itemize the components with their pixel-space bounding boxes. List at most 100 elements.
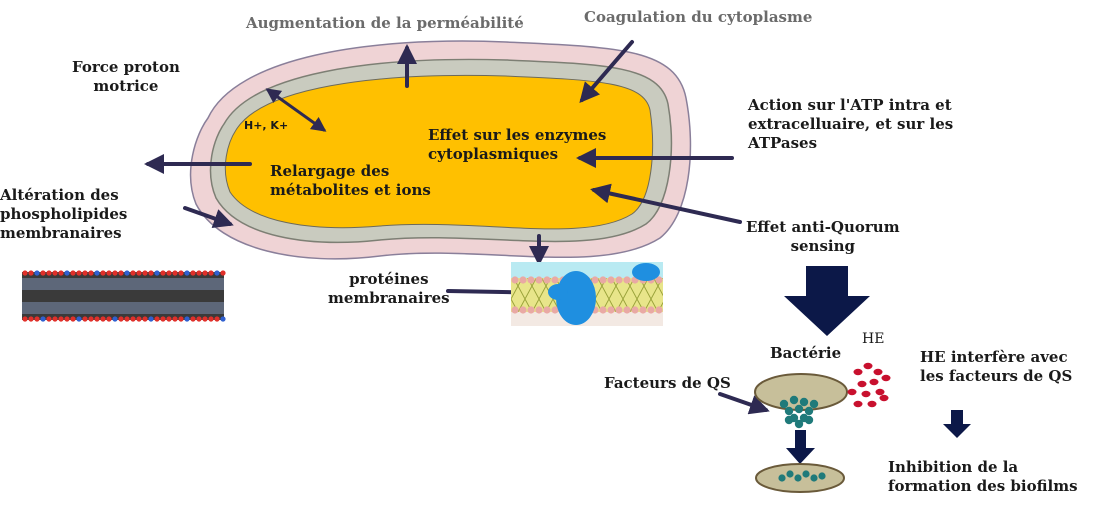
phospholipid-head xyxy=(190,316,196,322)
lipid-head xyxy=(647,306,655,314)
phospholipid-head xyxy=(70,316,76,322)
phospholipid-head xyxy=(52,316,58,322)
phospholipid-head xyxy=(76,316,82,322)
qs-factor xyxy=(794,419,804,429)
qs-factor xyxy=(784,406,794,416)
phospholipid-head xyxy=(94,270,100,276)
he-droplet xyxy=(879,394,889,402)
phospholipid-head xyxy=(52,270,58,276)
qs-factor xyxy=(810,474,818,482)
phospholipid-head xyxy=(136,270,142,276)
label-permeability: Augmentation de la perméabilité xyxy=(246,14,524,32)
lipid-head xyxy=(527,276,535,284)
he-droplet xyxy=(875,388,885,396)
phospholipid-head xyxy=(160,316,166,322)
lipid-head xyxy=(551,276,559,284)
phospholipid-head xyxy=(82,316,88,322)
lipid-head xyxy=(543,306,551,314)
bacteria-down-arrow xyxy=(786,430,815,464)
qs-factor xyxy=(802,470,810,478)
lipid-head xyxy=(551,306,559,314)
qs-factor xyxy=(809,399,819,409)
anti-quorum-arrow xyxy=(590,183,742,224)
label-bacterium: Bactérie xyxy=(770,344,842,362)
label-proton-force: Force proton motrice xyxy=(72,58,180,95)
he-droplets xyxy=(847,362,891,408)
he-droplet xyxy=(857,380,867,388)
phospholipid-head xyxy=(22,270,28,276)
phospholipid-head xyxy=(184,270,190,276)
phospholipid-head xyxy=(70,270,76,276)
phospholipid-head xyxy=(196,270,202,276)
qs-factor xyxy=(784,415,794,425)
phospholipid-head xyxy=(58,270,64,276)
qs-factor xyxy=(799,397,809,407)
anchored-protein xyxy=(548,284,568,300)
transmembrane-protein xyxy=(556,271,596,325)
phospholipid-head xyxy=(22,316,28,322)
lipid-head xyxy=(599,306,607,314)
phospholipid-head xyxy=(196,316,202,322)
phospholipid-head xyxy=(208,270,214,276)
lipid-head xyxy=(631,306,639,314)
he-droplet xyxy=(861,390,871,398)
he-droplet xyxy=(847,388,857,396)
label-anti-quorum: Effet anti-Quorum sensing xyxy=(746,218,900,255)
he-droplet xyxy=(873,368,883,376)
phospholipid-head xyxy=(130,270,136,276)
inhibition-arrow xyxy=(943,410,971,438)
phospholipid-head xyxy=(46,270,52,276)
phospholipid-head xyxy=(130,316,136,322)
lipid-head xyxy=(623,276,631,284)
label-atp: Action sur l'ATP intra et extracelluaire… xyxy=(748,96,954,152)
phospholipid-head xyxy=(106,316,112,322)
phospholipid-head xyxy=(118,316,124,322)
phospholipid-head xyxy=(208,316,214,322)
phospholipid-head xyxy=(106,270,112,276)
phospholipid-head xyxy=(112,316,118,322)
he-droplet xyxy=(881,374,891,382)
qs-factor xyxy=(779,399,789,409)
phospholipid-head xyxy=(64,270,70,276)
phospholipid-head xyxy=(58,316,64,322)
phospholipid-head xyxy=(142,316,148,322)
phospholipid-head xyxy=(166,316,172,322)
phospholipid-head xyxy=(28,270,34,276)
label-release: Relargage des métabolites et ions xyxy=(270,162,431,199)
phospholipid-head xyxy=(64,316,70,322)
phospholipid-head xyxy=(178,316,184,322)
phospholipid-head xyxy=(100,270,106,276)
phospholipid-head xyxy=(202,270,208,276)
qs-factor xyxy=(794,474,802,482)
lipid-head xyxy=(511,276,519,284)
label-he: HE xyxy=(862,331,885,347)
lipid-head xyxy=(535,306,543,314)
phospholipid-head xyxy=(142,270,148,276)
phospholipid-head xyxy=(124,316,130,322)
label-qs-factors: Facteurs de QS xyxy=(604,374,731,392)
phospholipid-head xyxy=(166,270,172,276)
phospholipid-head xyxy=(82,270,88,276)
phospholipid-head xyxy=(40,316,46,322)
qs-factor xyxy=(804,406,814,416)
phospholipid-head xyxy=(160,270,166,276)
membrane-protein-image xyxy=(511,262,663,326)
phospholipid-head xyxy=(202,316,208,322)
lipid-head xyxy=(511,306,519,314)
lipid-head xyxy=(519,306,527,314)
surface-protein xyxy=(632,263,660,281)
lipid-head xyxy=(639,306,647,314)
phospholipid-bilayer xyxy=(22,270,226,322)
phospholipid-head xyxy=(154,270,160,276)
phospholipid-head xyxy=(148,316,154,322)
label-biofilm-inhibition: Inhibition de la formation des biofilms xyxy=(888,458,1078,495)
phospholipid-head xyxy=(112,270,118,276)
he-droplet xyxy=(863,362,873,370)
phospholipid-head xyxy=(220,316,226,322)
lipid-head xyxy=(519,276,527,284)
phospholipid-head xyxy=(214,316,220,322)
lipid-head xyxy=(623,306,631,314)
lipid-head xyxy=(535,276,543,284)
lipid-head xyxy=(599,276,607,284)
